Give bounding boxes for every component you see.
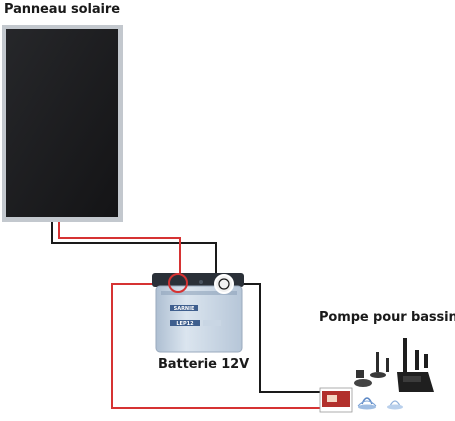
pump-nozzle — [386, 358, 389, 372]
solar-panel-label: Panneau solaire — [4, 2, 120, 17]
fountain-pool — [387, 404, 403, 410]
battery-spec-strip — [203, 320, 221, 326]
battery-model-text: LEP12 — [176, 321, 194, 327]
battery-brand-text: SARNIE — [174, 306, 195, 312]
pump-body-detail — [403, 376, 421, 382]
battery-negative-ring — [218, 278, 230, 290]
pump-box-photo — [327, 395, 337, 402]
positive-wire-battery-pump — [111, 283, 323, 409]
pump-outlet-pipe — [424, 354, 428, 368]
battery-rim — [161, 291, 237, 295]
solar-panel — [2, 25, 123, 222]
fountain-spray — [357, 400, 377, 407]
battery-body — [155, 285, 243, 353]
pump-outlet-pipe — [403, 338, 407, 372]
pump-nozzle-base — [354, 379, 372, 387]
positive-wire-panel-battery — [58, 222, 181, 280]
battery: SARNIE LEP12 — [152, 273, 244, 353]
battery-label: Batterie 12V — [158, 357, 250, 372]
battery-brand-badge — [170, 305, 198, 311]
negative-wire-battery-pump — [237, 283, 320, 393]
pump-nozzle — [376, 352, 379, 372]
battery-negative-terminal — [214, 274, 234, 294]
pump-label: Pompe pour bassin — [319, 310, 455, 325]
pump-outlet-pipe — [415, 350, 419, 370]
battery-positive-terminal — [168, 273, 188, 293]
pump-nozzle-base — [370, 372, 386, 378]
solar-panel-cells — [6, 29, 118, 217]
fountain-pool — [358, 404, 376, 410]
pond-pump-kit — [319, 338, 434, 413]
fountain-spray — [389, 400, 401, 407]
negative-wire-panel-battery — [51, 222, 217, 286]
battery-vent — [199, 280, 203, 284]
pump-nozzle — [356, 370, 364, 378]
battery-model-badge — [170, 320, 200, 326]
